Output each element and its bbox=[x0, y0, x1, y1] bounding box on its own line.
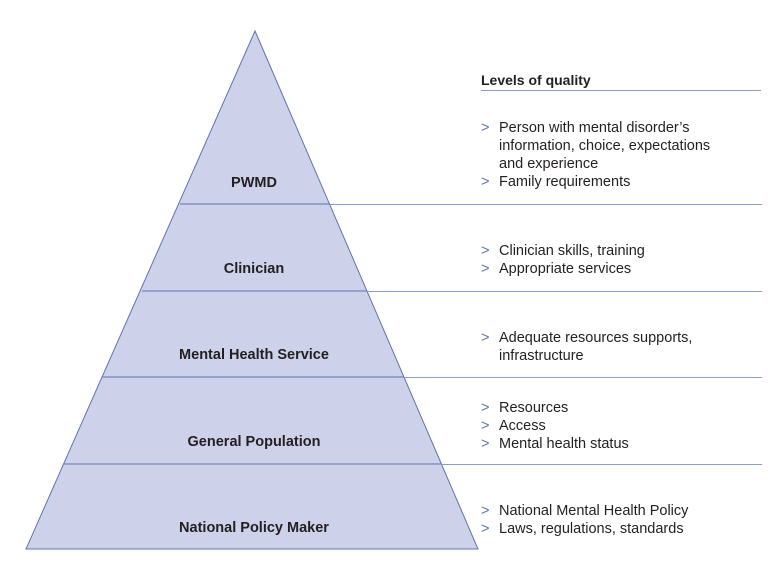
list-item-text: Laws, regulations, standards bbox=[499, 521, 684, 537]
row-divider-1 bbox=[330, 204, 762, 205]
list-item-text: Clinician skills, training bbox=[499, 243, 645, 259]
list-item-text: Person with mental disorder’s informatio… bbox=[499, 120, 711, 172]
level-label-general-population: General Population bbox=[187, 434, 321, 450]
list-item-text: Adequate resources supports, infrastruct… bbox=[499, 330, 693, 364]
list-item-text: National Mental Health Policy bbox=[499, 503, 689, 519]
heading-rule bbox=[481, 90, 761, 91]
list-item: > Mental health status bbox=[481, 435, 761, 453]
list-item: > Family requirements bbox=[481, 173, 726, 191]
level-label-mental-health-service: Mental Health Service bbox=[179, 347, 329, 363]
level-items-clinician: > Clinician skills, training > Appropria… bbox=[481, 242, 761, 278]
list-item: > Resources bbox=[481, 399, 761, 417]
pyramid-shape bbox=[25, 29, 479, 550]
chevron-right-icon: > bbox=[481, 400, 490, 416]
chevron-right-icon: > bbox=[481, 521, 490, 537]
chevron-right-icon: > bbox=[481, 243, 490, 259]
chevron-right-icon: > bbox=[481, 418, 490, 434]
level-label-pwmd: PWMD bbox=[231, 175, 277, 191]
level-items-pwmd: > Person with mental disorder’s informat… bbox=[481, 119, 726, 191]
list-item: > Person with mental disorder’s informat… bbox=[481, 119, 726, 173]
row-divider-4 bbox=[441, 464, 762, 465]
level-label-clinician: Clinician bbox=[223, 261, 285, 277]
list-item: > Adequate resources supports, infrastru… bbox=[481, 329, 721, 365]
list-item: > Laws, regulations, standards bbox=[481, 520, 766, 538]
chevron-right-icon: > bbox=[481, 503, 490, 519]
list-item-text: Mental health status bbox=[499, 436, 629, 452]
chevron-right-icon: > bbox=[481, 436, 490, 452]
list-item-text: Access bbox=[499, 418, 546, 434]
level-items-national-policy-maker: > National Mental Health Policy > Laws, … bbox=[481, 502, 766, 538]
list-item: > Clinician skills, training bbox=[481, 242, 761, 260]
level-items-general-population: > Resources > Access > Mental health sta… bbox=[481, 399, 761, 453]
level-label-national-policy-maker: National Policy Maker bbox=[179, 520, 329, 536]
chevron-right-icon: > bbox=[481, 330, 490, 346]
row-divider-3 bbox=[404, 377, 762, 378]
list-item-text: Family requirements bbox=[499, 174, 631, 190]
list-item-text: Resources bbox=[499, 400, 569, 416]
chevron-right-icon: > bbox=[481, 120, 490, 136]
chevron-right-icon: > bbox=[481, 174, 490, 190]
row-divider-2 bbox=[367, 291, 762, 292]
level-items-mental-health-service: > Adequate resources supports, infrastru… bbox=[481, 329, 721, 365]
list-item-text: Appropriate services bbox=[499, 261, 632, 277]
chevron-right-icon: > bbox=[481, 261, 490, 277]
levels-of-quality-heading: Levels of quality bbox=[481, 72, 591, 88]
list-item: > National Mental Health Policy bbox=[481, 502, 766, 520]
list-item: > Access bbox=[481, 417, 761, 435]
list-item: > Appropriate services bbox=[481, 260, 761, 278]
